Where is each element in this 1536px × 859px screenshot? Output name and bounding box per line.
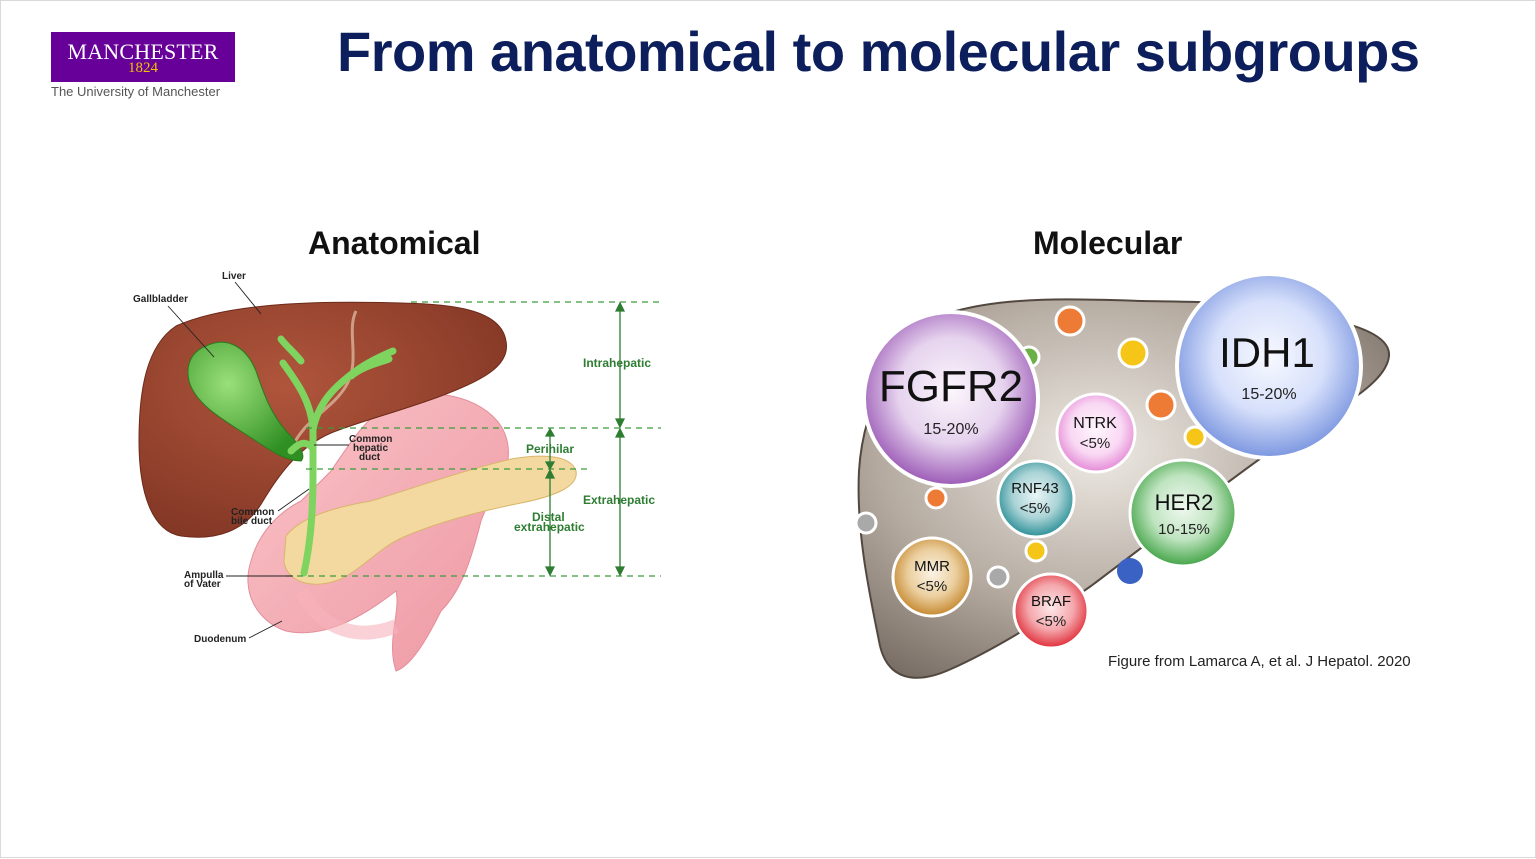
region-boundaries bbox=[286, 301, 661, 577]
common-hepatic-label-3: duct bbox=[359, 452, 381, 463]
her2-name: HER2 bbox=[1155, 490, 1214, 515]
ntrk-pct: <5% bbox=[1080, 435, 1110, 452]
distal-label-1: Distal bbox=[532, 510, 565, 524]
gallbladder-shape bbox=[187, 341, 304, 462]
figure-caption: Figure from Lamarca A, et al. J Hepatol.… bbox=[1108, 653, 1411, 670]
logo-subtitle: The University of Manchester bbox=[51, 84, 221, 99]
common-hepatic-label-1: Common bbox=[349, 434, 392, 445]
common-bile-label-2: bile duct bbox=[231, 516, 273, 527]
grey-dot bbox=[854, 511, 878, 535]
bubble-fgfr2: FGFR2 15-20% bbox=[862, 310, 1040, 488]
slide-title: From anatomical to molecular subgroups bbox=[337, 20, 1420, 83]
rnf43-name: RNF43 bbox=[1011, 480, 1059, 497]
bubble-rnf43: RNF43 <5% bbox=[996, 459, 1076, 539]
yellow-dot bbox=[1117, 337, 1149, 369]
duodenum-label: Duodenum bbox=[194, 634, 246, 645]
blue-dot bbox=[1117, 558, 1143, 584]
distal-label-2: extrahepatic bbox=[514, 520, 585, 534]
idh1-name: IDH1 bbox=[1219, 329, 1315, 376]
pancreas-shape bbox=[283, 455, 577, 585]
intrahepatic-label: Intrahepatic bbox=[583, 356, 651, 370]
perihilar-label: Perihilar bbox=[526, 442, 574, 456]
yellow-dot bbox=[1024, 539, 1048, 563]
common-bile-label-1: Common bbox=[231, 507, 274, 518]
orange-dot bbox=[1145, 389, 1177, 421]
ampulla-label-2: of Vater bbox=[184, 579, 221, 590]
orange-dot bbox=[1054, 305, 1086, 337]
ntrk-name: NTRK bbox=[1073, 415, 1117, 432]
anatomical-heading: Anatomical bbox=[308, 225, 481, 261]
region-arrows bbox=[544, 301, 626, 577]
logo-year: 1824 bbox=[128, 60, 158, 76]
bile-ducts bbox=[277, 335, 397, 577]
braf-pct: <5% bbox=[1036, 613, 1066, 630]
her2-pct: 10-15% bbox=[1158, 521, 1210, 538]
mmr-name: MMR bbox=[914, 558, 950, 575]
bubble-her2: HER2 10-15% bbox=[1128, 458, 1238, 568]
logo-name: MANCHESTER bbox=[67, 39, 219, 64]
liver-label: Liver bbox=[222, 271, 246, 282]
bubble-idh1: IDH1 15-20% bbox=[1175, 272, 1363, 460]
braf-name: BRAF bbox=[1031, 593, 1071, 610]
common-hepatic-label-2: hepatic bbox=[353, 443, 388, 454]
grey-dot bbox=[986, 565, 1010, 589]
fgfr2-pct: 15-20% bbox=[923, 421, 978, 438]
bubble-mmr: MMR <5% bbox=[891, 536, 973, 618]
yellow-dot bbox=[1183, 425, 1207, 449]
fgfr2-name: FGFR2 bbox=[879, 362, 1023, 411]
orange-dot bbox=[924, 486, 948, 510]
mmr-pct: <5% bbox=[917, 578, 947, 595]
extrahepatic-label: Extrahepatic bbox=[583, 493, 655, 507]
small-dots bbox=[854, 305, 1207, 589]
bubble-braf: BRAF <5% bbox=[1012, 572, 1090, 650]
rnf43-pct: <5% bbox=[1020, 500, 1050, 517]
idh1-pct: 15-20% bbox=[1241, 386, 1296, 403]
molecular-heading: Molecular bbox=[1033, 225, 1183, 261]
bubble-ntrk: NTRK <5% bbox=[1055, 392, 1137, 474]
leader-lines bbox=[167, 281, 349, 639]
gallbladder-label: Gallbladder bbox=[133, 294, 188, 305]
university-logo: MANCHESTER 1824 bbox=[51, 32, 235, 82]
ampulla-label-1: Ampulla bbox=[184, 570, 224, 581]
